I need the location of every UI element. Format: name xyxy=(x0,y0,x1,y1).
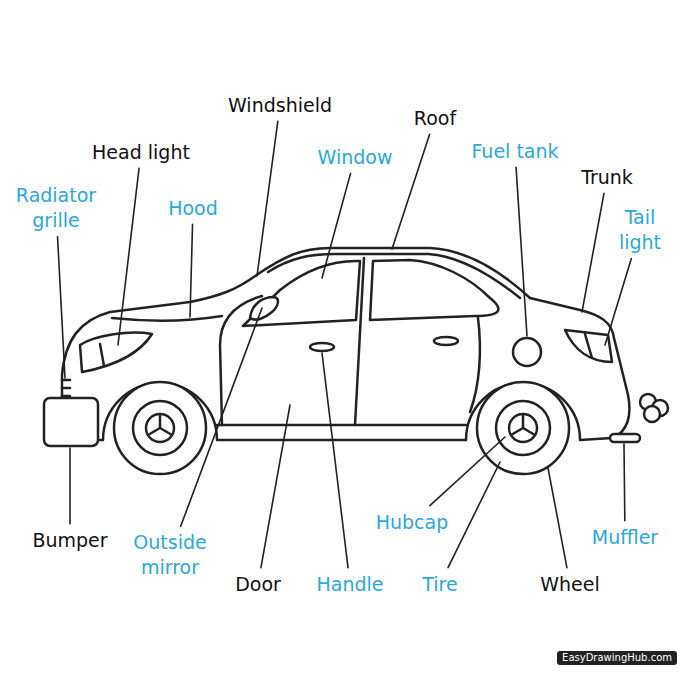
door-handle xyxy=(310,343,334,351)
muffler xyxy=(610,434,640,442)
part-label: Outside mirror xyxy=(115,530,225,579)
part-label: Tire xyxy=(422,572,457,597)
leader-line xyxy=(516,167,527,336)
leader-line xyxy=(623,444,625,521)
tail-light xyxy=(565,330,612,362)
head-light xyxy=(100,344,104,366)
leader-line xyxy=(261,405,290,568)
leader-line xyxy=(448,462,500,568)
part-label: Handle xyxy=(316,572,383,597)
part-label: Head light xyxy=(92,140,190,165)
radiator-grille xyxy=(62,380,70,396)
rear-window xyxy=(370,260,498,320)
leader-line xyxy=(181,308,262,526)
part-label: Muffler xyxy=(592,525,658,550)
front-window xyxy=(243,261,360,326)
sill-line xyxy=(217,424,466,427)
leader-line xyxy=(322,353,348,568)
door-handle xyxy=(434,337,458,345)
part-label: Radiator grille xyxy=(6,183,106,232)
front-bumper xyxy=(44,398,98,446)
tail-light xyxy=(585,334,592,358)
leader-line xyxy=(118,168,139,345)
leader-line xyxy=(430,437,505,506)
leader-line xyxy=(548,468,567,568)
part-label: Bumper xyxy=(32,528,107,553)
part-label: Window xyxy=(318,145,393,170)
front-wheel xyxy=(114,382,206,474)
leader-line xyxy=(257,121,278,276)
leader-line xyxy=(582,193,604,312)
part-label: Trunk xyxy=(581,165,633,190)
leader-line xyxy=(322,173,351,278)
hood-line xyxy=(112,316,222,321)
part-label: Hubcap xyxy=(376,510,449,535)
leader-line xyxy=(69,448,71,524)
part-label: Door xyxy=(235,572,281,597)
rear-wheel xyxy=(477,382,569,474)
part-label: Fuel tank xyxy=(471,139,558,164)
part-label: Wheel xyxy=(540,572,600,597)
outside-mirror xyxy=(250,297,278,320)
leader-line xyxy=(58,237,65,378)
head-light xyxy=(80,333,152,372)
part-label: Tail light xyxy=(609,205,671,254)
watermark: EasyDrawingHub.com xyxy=(557,651,677,665)
part-label: Roof xyxy=(414,106,456,131)
leader-line xyxy=(190,224,193,317)
leader-line xyxy=(392,134,430,249)
part-label: Hood xyxy=(168,196,218,221)
fuel-cap xyxy=(513,338,541,366)
door-line xyxy=(355,258,364,425)
leader-line xyxy=(605,259,631,345)
part-label: Windshield xyxy=(228,93,332,118)
door-line xyxy=(470,318,480,412)
exhaust-puff xyxy=(640,394,668,422)
